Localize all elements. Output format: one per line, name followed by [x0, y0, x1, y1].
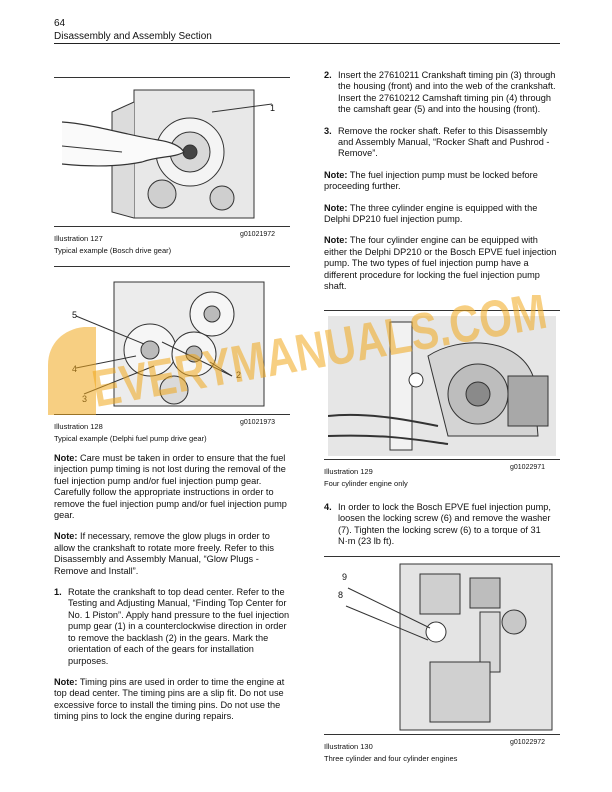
note-paragraph: Note: Care must be taken in order to ens… [54, 453, 287, 521]
illustration-130-label: Illustration 130 [324, 742, 373, 751]
illustration-128-image [75, 281, 265, 407]
illustration-130-id: g01022972 [510, 739, 546, 746]
right-column-step4: 4.In order to lock the Bosch EPVE fuel i… [324, 502, 560, 558]
figure-top-rule [324, 556, 560, 557]
illustration-128-label: Illustration 128 [54, 422, 103, 431]
section-title: Disassembly and Assembly Section [54, 31, 212, 42]
callout-4: 4 [72, 364, 78, 374]
illustration-127-caption: Typical example (Bosch drive gear) [54, 246, 172, 255]
illustration-130-image [345, 563, 553, 731]
figure-top-rule [54, 266, 290, 267]
figure-top-rule [54, 77, 290, 78]
step-4: 4.In order to lock the Bosch EPVE fuel i… [324, 502, 551, 547]
left-column-text: Note: Care must be taken in order to ens… [54, 453, 290, 733]
caption-rule [54, 226, 290, 227]
note-paragraph: Note: The four cylinder engine can be eq… [324, 235, 557, 292]
illustration-127-label: Illustration 127 [54, 234, 103, 243]
note-paragraph: Note: The three cylinder engine is equip… [324, 202, 538, 225]
step-2: 2.Insert the 27610211 Crankshaft timing … [324, 70, 556, 115]
callout-9: 9 [342, 572, 348, 582]
illustration-130-caption: Three cylinder and four cylinder engines [324, 754, 458, 763]
step-3: 3.Remove the rocker shaft. Refer to this… [324, 125, 550, 159]
page-number: 64 [54, 18, 66, 29]
callout-8: 8 [338, 590, 344, 600]
illustration-127-image [62, 89, 273, 219]
illustration-128-caption: Typical example (Delphi fuel pump drive … [54, 434, 207, 443]
illustration-128-id: g01021973 [240, 419, 276, 426]
header-divider [54, 43, 560, 44]
note-paragraph: Note: If necessary, remove the glow plug… [54, 531, 274, 576]
step-1: 1.Rotate the crankshaft to top dead cent… [54, 587, 290, 666]
callout-2: 2 [236, 370, 242, 380]
caption-rule [324, 734, 560, 735]
callout-1: 1 [270, 103, 276, 113]
figure-top-rule [324, 310, 560, 311]
right-column-text: 2.Insert the 27610211 Crankshaft timing … [324, 70, 560, 303]
callout-3: 3 [82, 394, 88, 404]
caption-rule [324, 459, 560, 460]
illustration-129-id: g01022971 [510, 464, 546, 471]
illustration-129-image [328, 316, 556, 456]
note-paragraph: Note: The fuel injection pump must be lo… [324, 169, 538, 192]
caption-rule [54, 414, 290, 415]
illustration-127-id: g01021972 [240, 231, 276, 238]
note-paragraph: Note: Timing pins are used in order to t… [54, 676, 285, 722]
illustration-129-label: Illustration 129 [324, 467, 373, 476]
illustration-129-caption: Four cylinder engine only [324, 479, 408, 488]
callout-5: 5 [72, 310, 78, 320]
